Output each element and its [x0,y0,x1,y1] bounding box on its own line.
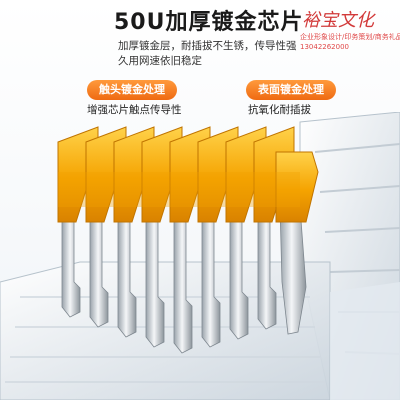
page-title: 50U加厚镀金芯片 [114,10,304,35]
feature-badge-contact-plating: 触头镀金处理 [87,80,177,100]
watermark-name: 裕宝文化 [302,10,374,31]
connector-housing [0,112,400,400]
contact-pins [61,206,307,354]
gold-contact-tips [57,126,319,223]
watermark-logo: 裕宝文化 企业形象设计/印务策划/商务礼品 13042262000 [298,6,400,62]
watermark-tagline: 企业形象设计/印务策划/商务礼品 [300,33,400,41]
feature-subtitle-surface-plating: 抗氧化耐插拔 [248,104,311,116]
feature-badge-surface-plating: 表面镀金处理 [246,80,336,100]
description-line-2: 久用网速依旧稳定 [118,55,202,67]
feature-subtitle-contact-plating: 增强芯片触点传导性 [87,104,182,116]
connector-illustration [0,112,400,400]
description-line-1: 加厚镀金层，耐插拔不生锈，传导性强 [118,40,297,52]
watermark-phone: 13042262000 [300,43,349,51]
